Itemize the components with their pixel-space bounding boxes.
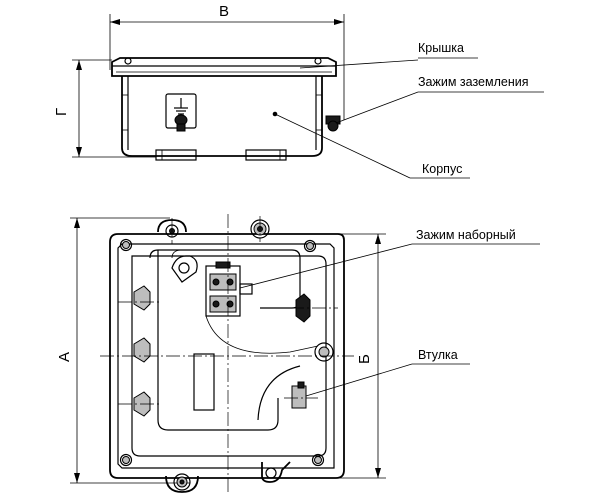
cover-part — [111, 57, 337, 77]
terminal-block — [205, 261, 319, 354]
left-knockouts — [133, 285, 151, 417]
leader-terminal-block — [239, 243, 413, 289]
ground-symbol-plate — [165, 93, 197, 132]
leader-body — [274, 113, 411, 179]
leader-ground-clamp — [335, 91, 419, 124]
callout-body: Корпус — [422, 162, 462, 176]
bushing-part — [257, 342, 334, 421]
dimension-width-top: В — [109, 3, 345, 120]
dimension-label-v: В — [219, 3, 229, 20]
inspection-window — [193, 353, 215, 411]
dimension-label-a: А — [56, 352, 73, 362]
callout-ground-clamp: Зажим заземления — [418, 75, 529, 89]
dimension-length-front: А — [56, 217, 190, 484]
dimension-width-front: Б — [332, 233, 386, 479]
side-view: В — [53, 3, 470, 179]
callout-terminal-block: Зажим наборный — [416, 228, 516, 242]
dimension-label-b: Б — [356, 354, 373, 364]
callout-cover: Крышка — [418, 41, 464, 55]
front-view: А Б — [56, 214, 540, 493]
leader-bushing — [305, 363, 413, 397]
ground-clamp-screw — [325, 115, 341, 132]
body-part — [121, 76, 323, 161]
callout-bushing: Втулка — [418, 348, 458, 362]
center-lines — [100, 214, 354, 492]
leader-cover — [299, 59, 419, 69]
dimension-height-side: Г — [53, 59, 156, 158]
dimension-label-g: Г — [53, 108, 70, 116]
